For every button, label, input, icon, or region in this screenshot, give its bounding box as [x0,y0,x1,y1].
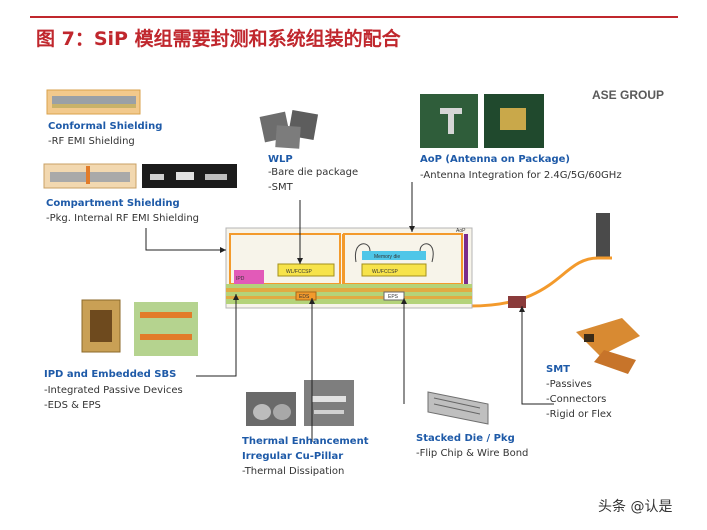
pkg-label-ipd: IPD [236,276,245,282]
thermal-image [246,380,354,426]
pkg-label-aop: AoP [456,228,466,234]
compartment-shielding-image [43,163,237,189]
compartment-heading: Compartment Shielding [46,198,180,209]
smt-part [508,296,526,308]
flex-cable [232,256,612,308]
conformal-heading: Conformal Shielding [48,121,163,132]
conformal-line-1: -RF EMI Shielding [48,136,135,147]
conformal-shielding-image [46,89,141,115]
smt-line-1: -Passives [546,379,592,390]
pkg-label-eds: EDS [299,294,310,300]
thermal-line-1: -Thermal Dissipation [242,466,345,477]
wlp-line-1: -Bare die package [268,167,359,178]
aop-photo [420,94,544,148]
aop-line-1: -Antenna Integration for 2.4G/5G/60GHz [420,170,622,181]
stacked-die-image [427,391,489,425]
figure-title: 图 7：SiP 模组需要封测和系统组装的配合 [36,28,401,50]
ipd-image [81,299,198,356]
pkg-label-wlcsp-right: WL/FCCSP [372,269,399,275]
wlp-line-2: -SMT [268,182,293,193]
stacked-line-1: -Flip Chip & Wire Bond [416,448,529,459]
smt-flex-image [576,318,640,374]
smt-line-3: -Rigid or Flex [546,409,612,420]
connector-block [596,213,610,257]
pkg-label-wlcsp-left: WL/FCCSP [286,269,313,275]
ipd-line-1: -Integrated Passive Devices [44,385,183,396]
wlp-chip-image [259,109,319,149]
stacked-heading: Stacked Die / Pkg [416,433,515,444]
pkg-label-eps: EPS [388,294,399,300]
compartment-line-1: -Pkg. Internal RF EMI Shielding [46,213,200,224]
package-cross-section [225,227,473,309]
leader-lines [145,182,554,442]
smt-line-2: -Connectors [546,394,607,405]
thermal-heading: Thermal Enhancement [242,436,369,447]
aop-heading: AoP (Antenna on Package) [420,154,570,165]
ipd-line-2: -EDS & EPS [44,400,101,411]
brand-label: ASE GROUP [592,88,665,102]
wlp-heading: WLP [268,154,293,165]
thermal-heading-2: Irregular Cu-Pillar [242,451,344,462]
watermark: 头条 @认是 [598,499,673,515]
title-rule [30,16,678,18]
ipd-heading: IPD and Embedded SBS [44,369,177,380]
smt-heading: SMT [546,364,570,375]
pkg-label-memory-die: Memory die [374,254,400,260]
